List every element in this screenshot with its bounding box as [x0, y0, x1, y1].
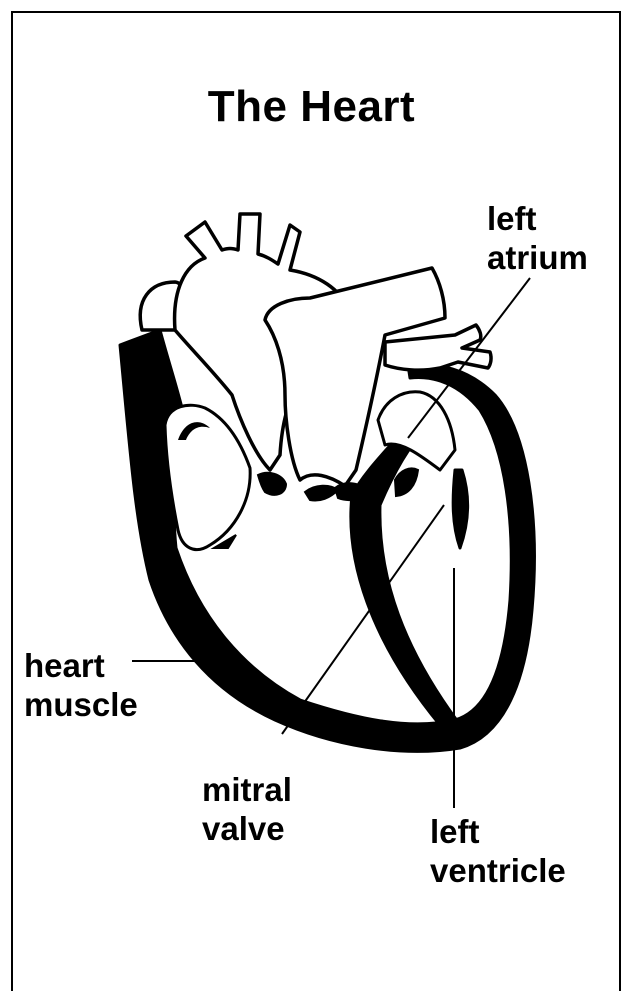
aortic-valve [305, 486, 338, 501]
tricuspid-valve [258, 473, 286, 495]
label-left-ventricle-line1: left [430, 812, 566, 851]
label-left-atrium: left atrium [487, 199, 588, 277]
label-mitral-valve-line1: mitral [202, 770, 292, 809]
label-mitral-valve-line2: valve [202, 809, 292, 848]
label-mitral-valve: mitral valve [202, 770, 292, 848]
mitral-valve-cusp [395, 468, 418, 496]
label-heart-muscle-line1: heart [24, 646, 138, 685]
label-left-ventricle: left ventricle [430, 812, 566, 890]
label-left-ventricle-line2: ventricle [430, 851, 566, 890]
label-left-atrium-line1: left [487, 199, 588, 238]
label-left-atrium-line2: atrium [487, 238, 588, 277]
label-heart-muscle-line2: muscle [24, 685, 138, 724]
label-heart-muscle: heart muscle [24, 646, 138, 724]
